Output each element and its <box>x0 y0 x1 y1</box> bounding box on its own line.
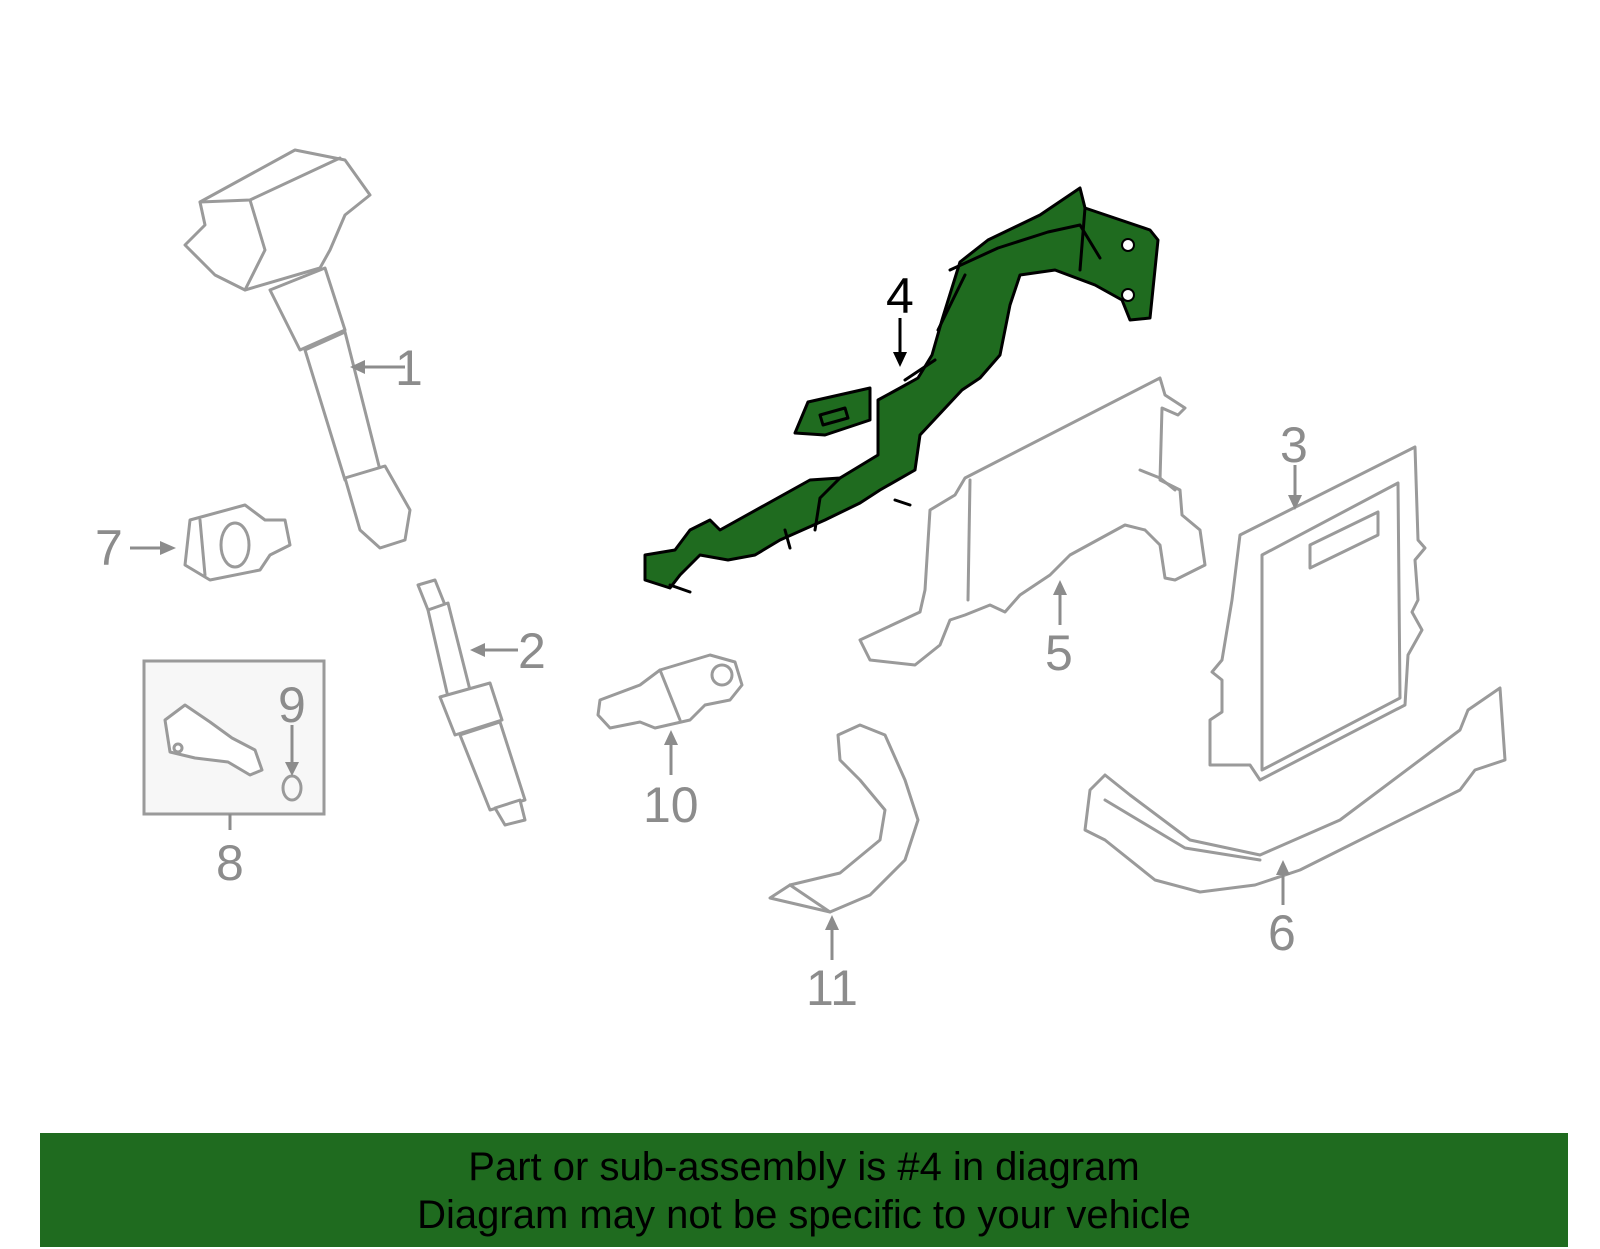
callout-11: 11 <box>806 960 858 1016</box>
part-2-spark-plug[interactable] <box>416 578 527 827</box>
arrowhead-1 <box>350 360 365 374</box>
part-4-highlighted-bracket[interactable] <box>643 186 1160 594</box>
part-6-support-bracket[interactable] <box>1083 686 1507 894</box>
arrowhead-7 <box>160 541 176 555</box>
arrowhead-9 <box>285 762 299 776</box>
callout-6: 6 <box>1268 905 1296 961</box>
banner-line-2: Diagram may not be specific to your vehi… <box>417 1193 1191 1237</box>
arrowhead-2 <box>470 643 485 657</box>
arrowhead-10 <box>664 730 678 745</box>
arrowhead-4 <box>893 352 907 367</box>
arrowhead-5 <box>1053 580 1067 595</box>
arrowhead-11 <box>825 915 839 930</box>
callout-5: 5 <box>1045 625 1073 681</box>
banner-line-1: Part or sub-assembly is #4 in diagram <box>468 1145 1140 1189</box>
callout-7: 7 <box>95 520 123 576</box>
part-3-ecm[interactable] <box>1208 445 1427 782</box>
callout-3: 3 <box>1280 417 1308 473</box>
part-11-bracket[interactable] <box>768 723 920 914</box>
callout-10: 10 <box>643 777 699 833</box>
callout-8: 8 <box>216 835 244 891</box>
part-8-sensor-kit[interactable] <box>142 659 326 816</box>
callout-4: 4 <box>886 268 914 324</box>
part-5-ecm-bracket[interactable] <box>858 376 1207 667</box>
info-banner: Part or sub-assembly is #4 in diagram Di… <box>40 1133 1568 1247</box>
arrowhead-3 <box>1288 495 1302 510</box>
part-10-position-sensor[interactable] <box>596 653 744 730</box>
callout-1: 1 <box>395 340 423 396</box>
callout-9: 9 <box>278 677 306 733</box>
part-1-ignition-coil[interactable] <box>183 148 412 550</box>
callout-2: 2 <box>518 623 546 679</box>
arrowhead-6 <box>1276 860 1290 875</box>
part-7-knock-sensor[interactable] <box>183 503 292 582</box>
